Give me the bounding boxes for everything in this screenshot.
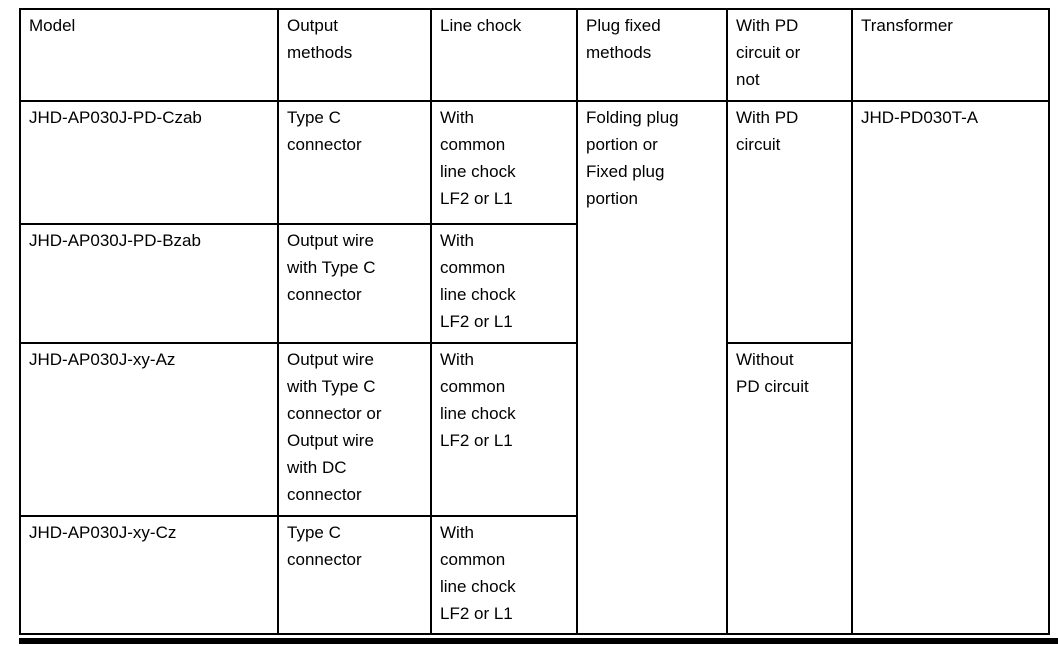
header-cell-transformer: Transformer: [851, 8, 1050, 102]
header-cell-plug-fixed-methods: Plug fixed methods: [576, 8, 728, 102]
header-cell-pd-circuit-or-not: With PD circuit or not: [726, 8, 853, 102]
table-row: JHD-AP030J-PD-Bzab Output wire with Type…: [19, 223, 1049, 344]
cell-output-methods-4: Type C connector: [277, 515, 432, 635]
table-row: JHD-AP030J-xy-Az Output wire with Type C…: [19, 342, 1049, 635]
cell-output-methods-3: Output wire with Type C connector or Out…: [277, 342, 432, 517]
table-row: JHD-AP030J-xy-Cz Type C connector With c…: [19, 515, 1049, 635]
cell-plug-fixed-methods-merged: Folding plug portion or Fixed plug porti…: [576, 100, 728, 635]
cell-output-methods-2: Output wire with Type C connector: [277, 223, 432, 344]
header-cell-model: Model: [19, 8, 279, 102]
cell-output-methods-1: Type C connector: [277, 100, 432, 225]
cell-model-1: JHD-AP030J-PD-Czab: [19, 100, 279, 225]
page-bottom-rule: [19, 638, 1058, 644]
table-header-row: Model Output methods Line chock Plug fix…: [19, 8, 1050, 102]
cell-line-chock-1: With common line chock LF2 or L1: [430, 100, 578, 225]
cell-line-chock-4: With common line chock LF2 or L1: [430, 515, 578, 635]
cell-with-pd-circuit-merged: With PD circuit: [726, 100, 853, 344]
cell-model-2: JHD-AP030J-PD-Bzab: [19, 223, 279, 344]
cell-line-chock-2: With common line chock LF2 or L1: [430, 223, 578, 344]
header-cell-line-chock: Line chock: [430, 8, 578, 102]
cell-model-3: JHD-AP030J-xy-Az: [19, 342, 279, 517]
product-spec-table: Model Output methods Line chock Plug fix…: [19, 8, 1050, 635]
cell-model-4: JHD-AP030J-xy-Cz: [19, 515, 279, 635]
header-cell-output-methods: Output methods: [277, 8, 432, 102]
cell-line-chock-3: With common line chock LF2 or L1: [430, 342, 578, 517]
cell-without-pd-circuit-merged: Without PD circuit: [726, 342, 853, 635]
cell-transformer-merged: JHD-PD030T-A: [851, 100, 1050, 635]
table-row: JHD-AP030J-PD-Czab Type C connector With…: [19, 100, 1050, 635]
